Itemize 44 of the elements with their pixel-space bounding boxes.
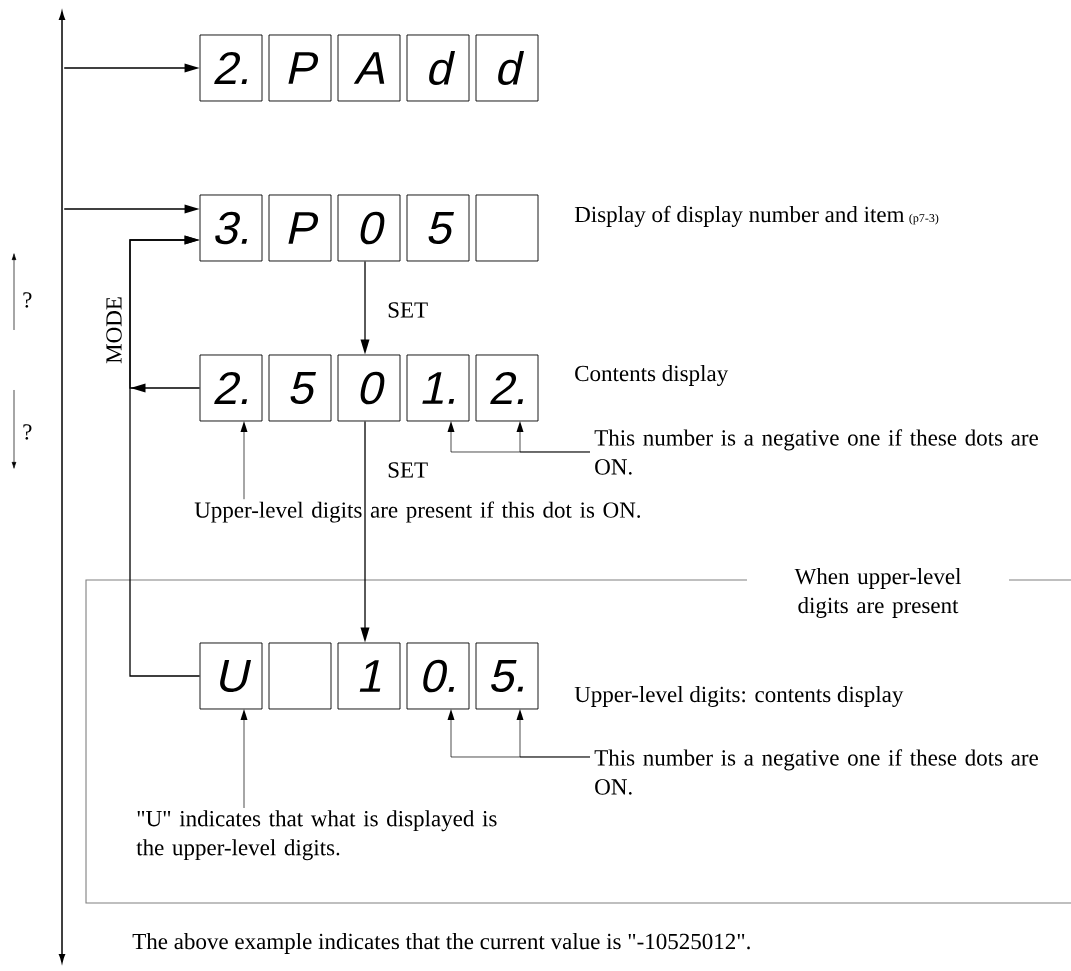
page-reference: (p7-3): [909, 213, 939, 225]
display-digit-cell: 3.: [199, 194, 263, 262]
arrow: [360, 420, 370, 643]
display-digit-cell: 0.: [406, 642, 470, 710]
display-digit-cell: 1.: [406, 354, 470, 422]
edge-label: SET: [388, 462, 428, 478]
edge-label: SET: [388, 302, 428, 318]
display-digit-cell: 2.: [475, 354, 539, 422]
display-digit-cell: 0: [337, 354, 401, 422]
question-mark: ?: [23, 292, 32, 308]
display-digit-cell: 5.: [475, 642, 539, 710]
display-digit-cell: P: [268, 34, 332, 102]
note-text: The above example indicates that the current value is "-10525012".: [132, 933, 750, 954]
leader-line: [240, 421, 248, 500]
arrow: [129, 235, 201, 677]
note-text: "U" indicates that what is displayed is the upper-level digits.: [136, 810, 497, 861]
display-digit-cell: d: [475, 34, 539, 102]
note-text: This number is a negative one if these dots are ON.: [594, 749, 1038, 795]
caption-text: Contents display: [575, 365, 729, 386]
edge-label: MODE: [106, 297, 122, 364]
leader-line: [240, 709, 248, 809]
display-digit-cell: 5: [268, 354, 332, 422]
display-digit-cell: P: [268, 194, 332, 262]
arrow: [63, 63, 200, 73]
note-text: This number is a negative one if these dots are ON.: [594, 429, 1038, 475]
arrow: [63, 204, 200, 214]
display-digit-cell: [268, 642, 332, 710]
display-digit-cell: 5: [406, 194, 470, 262]
display-digit-cell: 2.: [199, 354, 263, 422]
vertical-arrow-bar: [58, 11, 66, 963]
leader-line: [516, 421, 591, 453]
display-digit-cell: d: [406, 34, 470, 102]
question-mark: ?: [23, 424, 32, 440]
note-text: Upper-level digits are present if this dot is ON.: [194, 501, 640, 523]
display-digit-cell: A: [337, 34, 401, 102]
display-digit-cell: 0: [337, 194, 401, 262]
display-digit-cell: U: [199, 642, 263, 710]
display-digit-cell: [475, 194, 539, 262]
leader-line: [516, 709, 591, 758]
arrow: [360, 260, 370, 355]
display-digit-cell: 1: [337, 642, 401, 710]
display-digit-cell: 2.: [199, 34, 263, 102]
caption-text: Upper-level digits: contents display: [574, 686, 904, 707]
caption-text: Display of display number and item: [574, 205, 905, 227]
